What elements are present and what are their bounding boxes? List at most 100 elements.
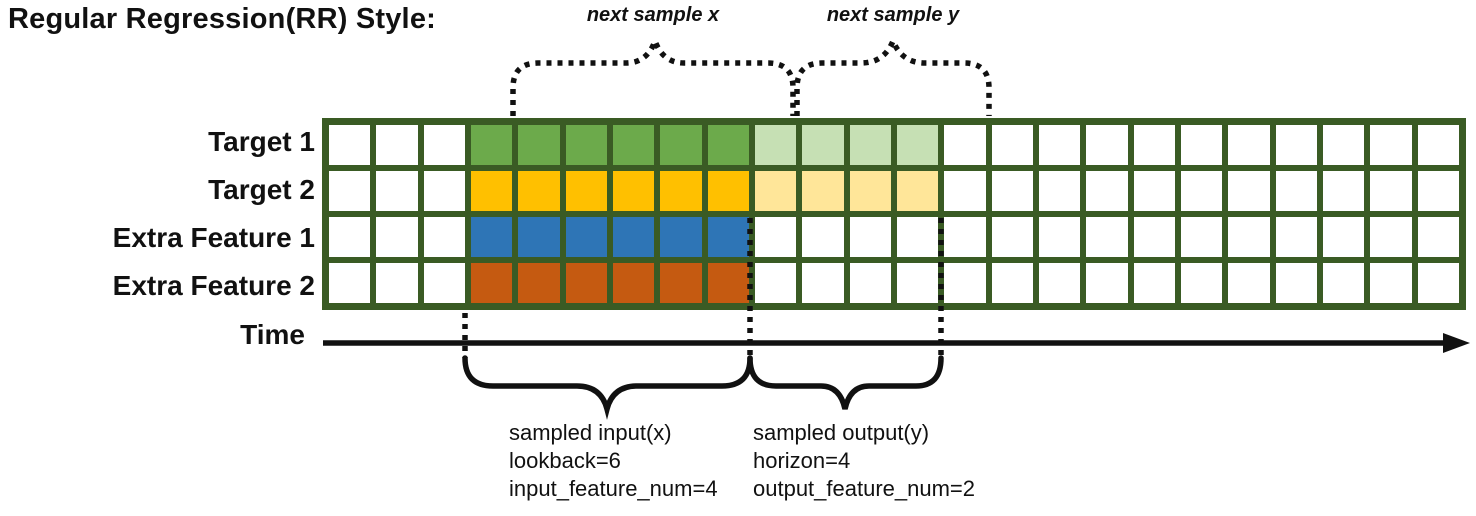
sampled-output-brace [747, 355, 944, 410]
sampled-input-brace [462, 355, 753, 420]
time-arrow-head [1443, 333, 1470, 353]
grid-cell-r1-c16 [1038, 125, 1081, 165]
grid-cell-r2-c11 [802, 171, 844, 211]
grid-cell-r4-c7 [612, 263, 655, 303]
grid-cell-r4-c24 [1417, 263, 1459, 303]
time-axis-label: Time [240, 319, 305, 350]
grid-cell-r1-c2 [376, 125, 418, 165]
grid-cell-r2-c10 [754, 171, 797, 211]
grid-cell-r1-c8 [660, 125, 702, 165]
grid-cell-r3-c22 [1322, 217, 1365, 257]
grid-cell-r3-c5 [518, 217, 560, 257]
grid-cell-r1-c18 [1133, 125, 1175, 165]
grid-cell-r1-c5 [518, 125, 560, 165]
grid-cell-r3-c1 [329, 217, 371, 257]
row-label-extra-feature-2: Extra Feature 2 [112, 270, 315, 301]
grid-cell-r4-c11 [802, 263, 844, 303]
grid-cell-r3-c3 [423, 217, 465, 257]
lookback-value: lookback=6 [509, 448, 621, 473]
grid-cell-r1-c13 [896, 125, 939, 165]
grid-cell-r3-c7 [612, 217, 655, 257]
grid-cell-r4-c6 [565, 263, 607, 303]
horizon-value: horizon=4 [753, 448, 851, 473]
grid-cell-r1-c20 [1228, 125, 1270, 165]
grid-cell-r2-c5 [518, 171, 560, 211]
grid-cell-r3-c20 [1228, 217, 1270, 257]
grid-cell-r1-c12 [849, 125, 891, 165]
grid-cell-r2-c4 [470, 171, 513, 211]
grid-cell-r1-c21 [1275, 125, 1317, 165]
grid-cell-r3-c14 [944, 217, 986, 257]
grid-cell-r3-c19 [1180, 217, 1223, 257]
grid-cell-r2-c12 [849, 171, 891, 211]
sampled-output-annotation: sampled output(y) horizon=4 output_featu… [753, 419, 975, 503]
grid-cell-r2-c18 [1133, 171, 1175, 211]
grid-cell-r4-c12 [849, 263, 891, 303]
grid-cell-r3-c17 [1086, 217, 1128, 257]
next-sample-y-brace [794, 33, 992, 116]
grid-cell-r4-c22 [1322, 263, 1365, 303]
grid-cell-r2-c9 [707, 171, 749, 211]
grid-cell-r2-c15 [991, 171, 1033, 211]
grid-cell-r3-c15 [991, 217, 1033, 257]
grid-cell-r3-c9 [707, 217, 749, 257]
grid-cell-r3-c24 [1417, 217, 1459, 257]
next-sample-x-brace [510, 32, 796, 116]
grid-cell-r2-c20 [1228, 171, 1270, 211]
grid-cell-r1-c23 [1370, 125, 1412, 165]
sample-grid [322, 118, 1466, 310]
grid-cell-r3-c4 [470, 217, 513, 257]
grid-cell-r4-c19 [1180, 263, 1223, 303]
grid-cell-r1-c11 [802, 125, 844, 165]
grid-cell-r1-c1 [329, 125, 371, 165]
grid-cell-r4-c8 [660, 263, 702, 303]
grid-cell-r2-c14 [944, 171, 986, 211]
grid-cell-r1-c24 [1417, 125, 1459, 165]
grid-cell-r4-c18 [1133, 263, 1175, 303]
sampled-output-title: sampled output(y) [753, 420, 930, 445]
grid-cell-r4-c5 [518, 263, 560, 303]
sampled-input-title: sampled input(x) [509, 420, 672, 445]
row-label-extra-feature-1: Extra Feature 1 [112, 222, 315, 253]
grid-cell-r4-c13 [896, 263, 939, 303]
grid-cell-r4-c9 [707, 263, 749, 303]
grid-cell-r1-c3 [423, 125, 465, 165]
diagram-title: Regular Regression(RR) Style: [8, 3, 436, 35]
grid-cell-r2-c13 [896, 171, 939, 211]
row-label-target-1: Target 1 [208, 126, 315, 157]
grid-cell-r4-c16 [1038, 263, 1081, 303]
grid-cell-r3-c10 [754, 217, 797, 257]
grid-cell-r4-c2 [376, 263, 418, 303]
grid-cell-r4-c14 [944, 263, 986, 303]
grid-cell-r2-c3 [423, 171, 465, 211]
grid-cell-r1-c14 [944, 125, 986, 165]
grid-cell-r2-c7 [612, 171, 655, 211]
grid-cell-r4-c4 [470, 263, 513, 303]
grid-cell-r1-c4 [470, 125, 513, 165]
grid-cell-r1-c17 [1086, 125, 1128, 165]
grid-cell-r3-c6 [565, 217, 607, 257]
next-sample-y-label: next sample y [826, 4, 960, 26]
grid-cell-r4-c21 [1275, 263, 1317, 303]
input-feature-num-value: input_feature_num=4 [509, 476, 718, 501]
grid-cell-r2-c8 [660, 171, 702, 211]
grid-cell-r1-c22 [1322, 125, 1365, 165]
grid-cell-r3-c18 [1133, 217, 1175, 257]
grid-cell-r4-c20 [1228, 263, 1270, 303]
grid-cell-r3-c11 [802, 217, 844, 257]
output-feature-num-value: output_feature_num=2 [753, 476, 976, 501]
next-sample-x-label: next sample x [586, 4, 720, 26]
grid-cell-r2-c16 [1038, 171, 1081, 211]
grid-cell-r3-c23 [1370, 217, 1412, 257]
grid-cell-r2-c24 [1417, 171, 1459, 211]
grid-cell-r2-c22 [1322, 171, 1365, 211]
grid-cell-r1-c6 [565, 125, 607, 165]
grid-cell-r2-c21 [1275, 171, 1317, 211]
grid-cell-r3-c12 [849, 217, 891, 257]
grid-cell-r1-c10 [754, 125, 797, 165]
grid-cell-r4-c1 [329, 263, 371, 303]
grid-cell-r3-c16 [1038, 217, 1081, 257]
row-label-target-2: Target 2 [208, 174, 315, 205]
grid-cell-r2-c2 [376, 171, 418, 211]
